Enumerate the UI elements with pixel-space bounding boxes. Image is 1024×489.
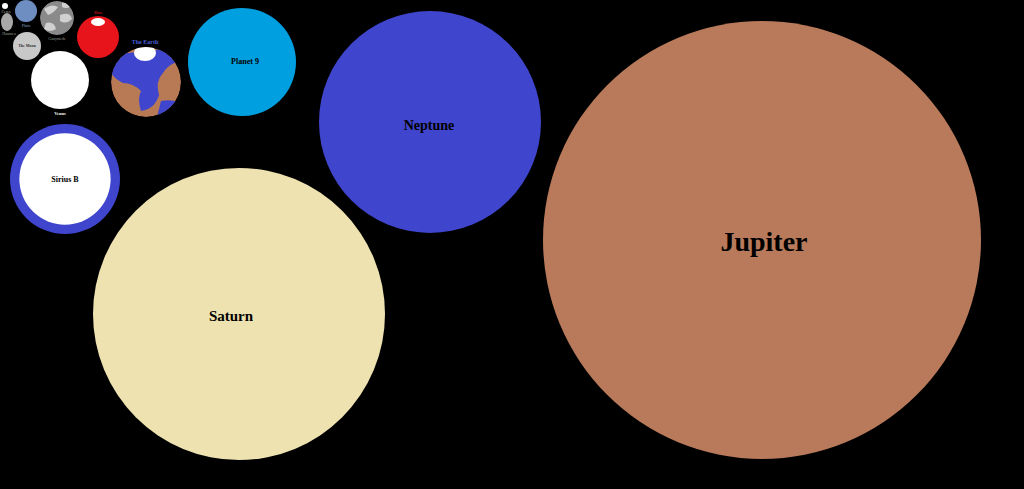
body-shape (1, 13, 13, 31)
moon-circle: Ganymede (40, 1, 74, 35)
body-name: Pluto (22, 24, 30, 28)
body-name: Mars (94, 11, 102, 15)
planet-circle: Jupiter (543, 21, 981, 459)
body-name: Jupiter (720, 228, 807, 256)
body-shape (111, 47, 181, 117)
star-circle: Sirius B (10, 124, 120, 234)
planet-circle: The Earth (111, 47, 181, 117)
dwarf-planet: Pluto (15, 0, 37, 22)
body-shape (40, 1, 74, 35)
dwarf-planet: Ceres (2, 3, 8, 9)
body-shape (77, 16, 119, 58)
body-name: Sirius B (51, 176, 78, 184)
body-name: Neptune (404, 119, 455, 133)
moon-circle: The Moon (13, 32, 41, 60)
body-name: Planet 9 (231, 58, 259, 66)
body-name: Haumea (2, 32, 15, 36)
body-name: The Earth (132, 39, 159, 45)
planet-circle: Venus (31, 51, 89, 109)
body-shape (15, 0, 37, 22)
planet-circle: Mars (77, 16, 119, 58)
body-name: Venus (54, 112, 66, 117)
body-name: Saturn (209, 309, 253, 324)
body-shape (31, 51, 89, 109)
planet-circle: Neptune (319, 11, 541, 233)
body-shape (2, 3, 8, 9)
body-name: The Moon (18, 44, 36, 48)
dwarf-planet: Haumea (1, 13, 13, 31)
body-name: Ganymede (48, 37, 65, 41)
body-name: Ceres (1, 10, 10, 14)
planet-circle: Saturn (93, 168, 385, 460)
planet-circle: Planet 9 (188, 8, 296, 116)
